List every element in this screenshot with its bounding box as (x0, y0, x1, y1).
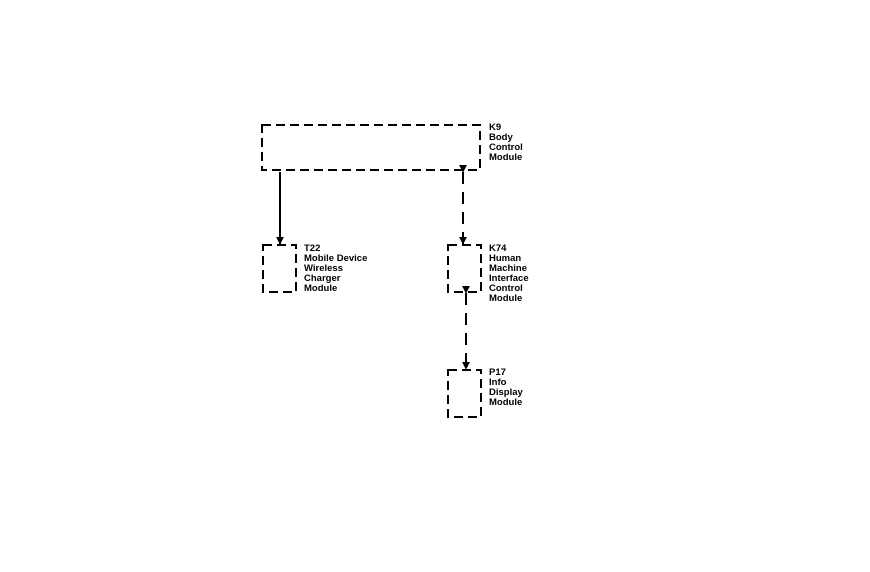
t22-name-line-4: Module (304, 283, 338, 294)
p17-name-line-2: Display (489, 387, 523, 398)
k9-code: K9 (489, 122, 502, 133)
k74-name-line-3: Interface (489, 273, 529, 284)
k74-name-line-2: Machine (489, 263, 528, 274)
p17-module-box (447, 369, 482, 418)
k74-name-line-1: Human (489, 253, 522, 264)
k74-module-box (447, 244, 482, 293)
p17-name-line-1: Info (489, 377, 507, 388)
k74-name-line-4: Control (489, 283, 523, 294)
k74-module-label: K74 Human Machine Interface Control Modu… (489, 244, 529, 304)
k9-module-box (261, 124, 481, 171)
t22-module-label: T22 Mobile Device Wireless Charger Modul… (304, 244, 367, 294)
k9-name-line-3: Module (489, 152, 523, 163)
t22-name-line-2: Wireless (304, 263, 343, 274)
t22-module-box (262, 244, 297, 293)
k74-name-line-5: Module (489, 293, 523, 304)
p17-code: P17 (489, 367, 506, 378)
k74-code: K74 (489, 243, 507, 254)
k9-module-label: K9 Body Control Module (489, 123, 523, 163)
t22-code: T22 (304, 243, 321, 254)
p17-name-line-3: Module (489, 397, 523, 408)
t22-name-line-3: Charger (304, 273, 341, 284)
t22-name-line-1: Mobile Device (304, 253, 368, 264)
p17-module-label: P17 Info Display Module (489, 368, 523, 408)
k9-name-line-1: Body (489, 132, 513, 143)
k9-name-line-2: Control (489, 142, 523, 153)
